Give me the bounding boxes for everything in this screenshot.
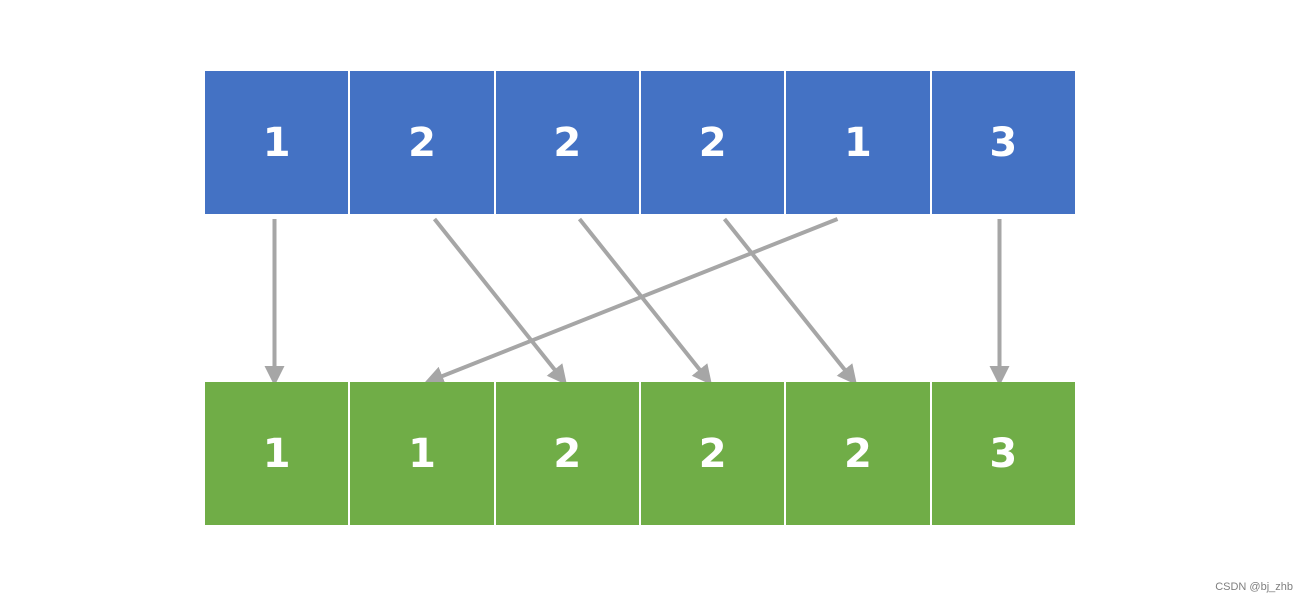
source-cell: 2 [348,71,494,214]
sorted-cell: 3 [929,382,1075,525]
source-array-row: 1 2 2 2 1 3 [205,71,1075,214]
sorted-cell: 2 [493,382,639,525]
watermark: CSDN @bj_zhb [1215,581,1293,593]
mapping-arrow [722,217,857,386]
sorted-array-row: 1 1 2 2 2 3 [205,382,1075,525]
sorted-cell: 2 [784,382,930,525]
source-cell: 2 [493,71,639,214]
source-cell: 2 [638,71,785,214]
sorted-cell: 1 [348,382,494,525]
sorted-cell: 2 [638,382,785,525]
source-cell: 1 [784,71,930,214]
mapping-arrow [577,217,712,386]
mapping-arrow [423,217,839,386]
source-cell: 1 [205,71,349,214]
sorted-cell: 1 [205,382,349,525]
mapping-arrow [432,217,567,386]
source-cell: 3 [929,71,1075,214]
